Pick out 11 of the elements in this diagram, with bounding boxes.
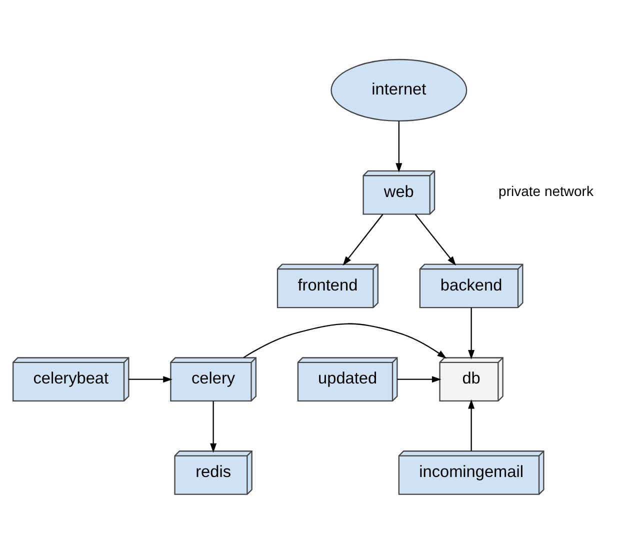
arrow [342,214,384,266]
arrow [396,120,402,172]
arrow [414,214,456,266]
arrow [468,398,475,450]
arrow [210,400,217,452]
arrow [128,376,172,382]
label: private network [498,182,594,199]
arrow [243,322,447,358]
node-ellipse: internet [330,58,468,122]
arrow [397,376,442,382]
arrow [468,307,475,359]
